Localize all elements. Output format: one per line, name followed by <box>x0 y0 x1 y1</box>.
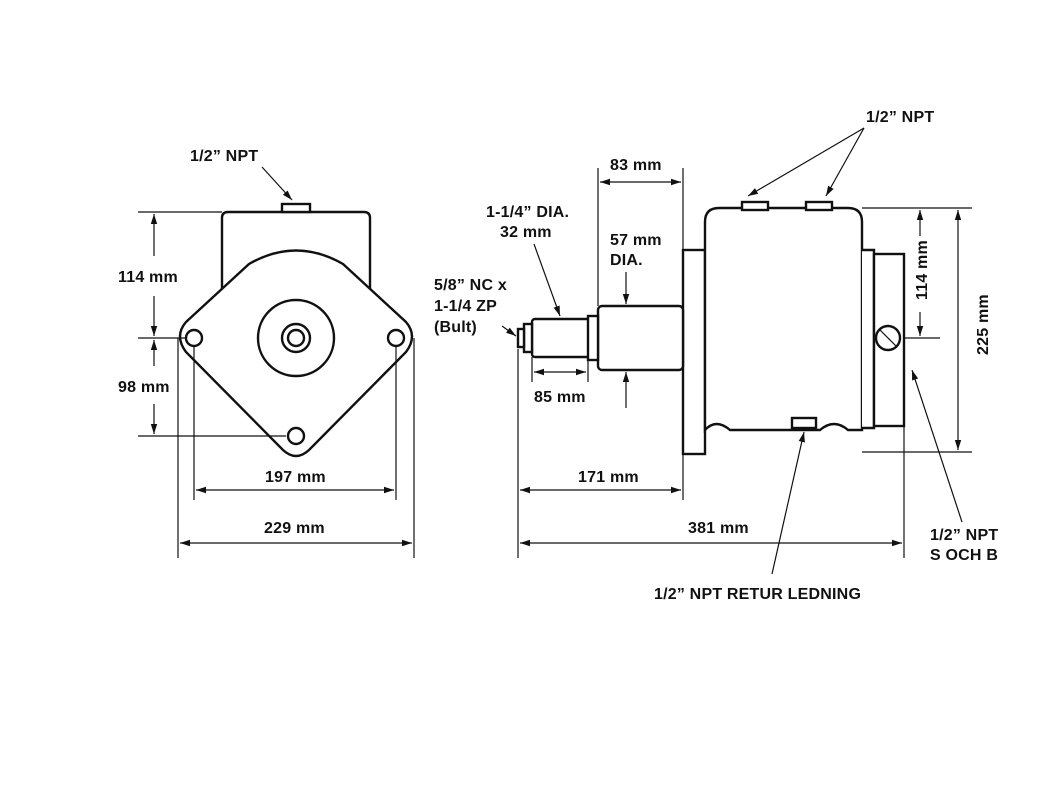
front-top-port <box>280 202 312 214</box>
side-front-length-label: 171 mm <box>578 469 639 486</box>
side-bolt-head <box>522 322 534 354</box>
side-hub <box>596 304 685 372</box>
side-bottom-port <box>790 416 818 430</box>
side-shaft-dia-line1: 1-1/4” DIA. <box>486 204 569 221</box>
side-shaft-length-label: 83 mm <box>610 157 662 174</box>
side-shaft-collar <box>586 314 600 362</box>
front-overall-width-label: 229 mm <box>264 520 325 537</box>
front-height-lower-label: 98 mm <box>118 379 170 396</box>
side-port-line1: 1/2” NPT <box>930 527 998 544</box>
side-top-ports-label: 1/2” NPT <box>866 109 934 126</box>
side-shaft-dia-line2: 32 mm <box>500 224 552 241</box>
side-shaft-dia-arrow <box>533 243 561 317</box>
side-bolt-nut <box>516 327 526 349</box>
side-bolt-line3: (Bult) <box>434 319 477 336</box>
side-top-port-arrow-1 <box>747 127 865 197</box>
return-port-label: 1/2” NPT RETUR LEDNING <box>654 586 861 603</box>
front-hole-spacing-label: 197 mm <box>265 469 326 486</box>
front-shaft-inner <box>286 328 306 348</box>
front-hole-bottom <box>286 426 306 446</box>
side-port-arrow <box>911 369 963 523</box>
front-top-port-label: 1/2” NPT <box>190 148 258 165</box>
side-bolt-line1: 5/8” NC x <box>434 277 507 294</box>
side-main-body <box>703 206 864 434</box>
front-hole-left <box>184 328 204 348</box>
front-view: 1/2” NPT 114 mm 98 mm 197 mm 229 mm <box>118 148 415 558</box>
side-bolt-arrow <box>501 325 517 337</box>
front-hole-right <box>386 328 406 348</box>
side-bolt-line2: 1-1/4 ZP <box>434 298 497 315</box>
front-height-upper-label: 114 mm <box>118 269 178 286</box>
side-view: 1/2” NPT 83 mm 1-1/4” DIA. 32 mm 57 mm D… <box>434 109 998 603</box>
side-port-slot <box>879 329 897 347</box>
side-overall-height-label: 225 mm <box>975 294 992 355</box>
side-end-cover <box>862 248 876 430</box>
front-top-port-arrow <box>261 166 293 201</box>
return-port-arrow <box>771 431 805 575</box>
side-hub-dia-line1: 57 mm <box>610 232 662 249</box>
side-stub-length-label: 85 mm <box>534 389 586 406</box>
side-shaft <box>530 317 592 359</box>
side-overall-length-label: 381 mm <box>688 520 749 537</box>
side-flange-plate <box>681 248 707 456</box>
side-right-height-label: 114 mm <box>914 240 931 300</box>
side-port-line2: S OCH B <box>930 547 998 564</box>
side-top-port-arrow-2 <box>825 127 865 197</box>
side-top-port-2 <box>804 200 834 212</box>
side-top-port-1 <box>740 200 770 212</box>
side-hub-dia-line2: DIA. <box>610 252 643 269</box>
